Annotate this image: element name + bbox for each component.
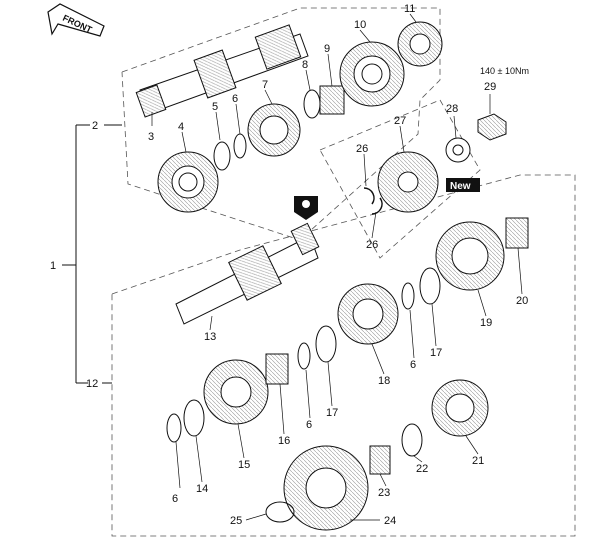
callout-21: 21 bbox=[472, 455, 484, 467]
nut-29 bbox=[477, 113, 507, 141]
bearing-20 bbox=[505, 217, 529, 249]
circlip-6-lower-left bbox=[166, 413, 182, 443]
circlip-6-lower-mid bbox=[297, 342, 311, 370]
gear-19 bbox=[435, 221, 505, 291]
new-badge: New bbox=[446, 178, 480, 192]
callout-6-lower-left: 6 bbox=[172, 493, 178, 505]
group-outline-small bbox=[319, 99, 481, 259]
callout-28: 28 bbox=[446, 103, 458, 115]
callout-7: 7 bbox=[262, 79, 268, 91]
callout-20: 20 bbox=[516, 295, 528, 307]
callout-15: 15 bbox=[238, 459, 250, 471]
bearing-9 bbox=[319, 85, 345, 115]
callout-12: 12 bbox=[86, 378, 98, 390]
torque-spec: 140 ± 10Nm bbox=[480, 66, 529, 76]
callout-3: 3 bbox=[148, 131, 154, 143]
callout-13: 13 bbox=[204, 331, 216, 343]
lock-washer-28 bbox=[445, 137, 471, 163]
new-label: New bbox=[450, 181, 471, 192]
gear-18 bbox=[337, 283, 399, 345]
callout-17-right: 17 bbox=[430, 347, 442, 359]
callout-labels: 1 2 3 4 5 6 7 8 9 10 11 12 13 14 15 16 6… bbox=[50, 3, 529, 527]
gear-15 bbox=[203, 359, 269, 425]
gear-7 bbox=[247, 103, 301, 157]
callout-17-left: 17 bbox=[326, 407, 338, 419]
washer-17-right bbox=[419, 267, 441, 305]
callout-18: 18 bbox=[378, 375, 390, 387]
bearing-16 bbox=[265, 353, 289, 385]
gear-10 bbox=[339, 41, 405, 107]
circlip-26-bottom bbox=[371, 197, 383, 215]
callout-10: 10 bbox=[354, 19, 366, 31]
ring-5 bbox=[213, 141, 231, 171]
callout-19: 19 bbox=[480, 317, 492, 329]
leader-lines bbox=[151, 13, 523, 521]
callout-5: 5 bbox=[212, 101, 218, 113]
callout-1: 1 bbox=[50, 260, 56, 272]
callout-26-top: 26 bbox=[356, 143, 368, 155]
ring-8 bbox=[303, 89, 321, 119]
callout-6-lower-right: 6 bbox=[410, 359, 416, 371]
threadlock-icon bbox=[294, 196, 318, 220]
gear-24 bbox=[283, 445, 369, 531]
gear-11 bbox=[397, 21, 443, 67]
callout-6-lower-mid: 6 bbox=[306, 419, 312, 431]
front-arrow-icon: FRONT bbox=[47, 3, 105, 37]
group-outline-counter-shaft bbox=[111, 174, 576, 537]
assembly-bracket bbox=[62, 124, 122, 384]
bearing-23 bbox=[369, 445, 391, 475]
callout-16: 16 bbox=[278, 435, 290, 447]
callout-11: 11 bbox=[404, 3, 415, 15]
callout-8: 8 bbox=[302, 59, 308, 71]
gear-21 bbox=[431, 379, 489, 437]
callout-29: 29 bbox=[484, 81, 496, 93]
callout-25: 25 bbox=[230, 515, 242, 527]
callout-22: 22 bbox=[416, 463, 428, 475]
callout-24: 24 bbox=[384, 515, 396, 527]
gear-4 bbox=[157, 151, 219, 213]
circlip-6-upper bbox=[233, 133, 247, 159]
sprocket-27 bbox=[377, 151, 439, 213]
callout-27: 27 bbox=[394, 115, 406, 127]
callout-9: 9 bbox=[324, 43, 330, 55]
callout-14: 14 bbox=[196, 483, 208, 495]
washer-25 bbox=[265, 501, 295, 523]
callout-23: 23 bbox=[378, 487, 390, 499]
circlip-26-top bbox=[363, 187, 375, 205]
callout-26-bottom: 26 bbox=[366, 239, 378, 251]
washer-14 bbox=[183, 399, 205, 437]
callout-4: 4 bbox=[178, 121, 184, 133]
callout-6-upper: 6 bbox=[232, 93, 238, 105]
circlip-6-lower-right bbox=[401, 282, 415, 310]
callout-2: 2 bbox=[92, 120, 98, 132]
main-shaft bbox=[135, 24, 309, 118]
counter-shaft bbox=[175, 222, 320, 325]
washer-17-left bbox=[315, 325, 337, 363]
washer-22 bbox=[401, 423, 423, 457]
